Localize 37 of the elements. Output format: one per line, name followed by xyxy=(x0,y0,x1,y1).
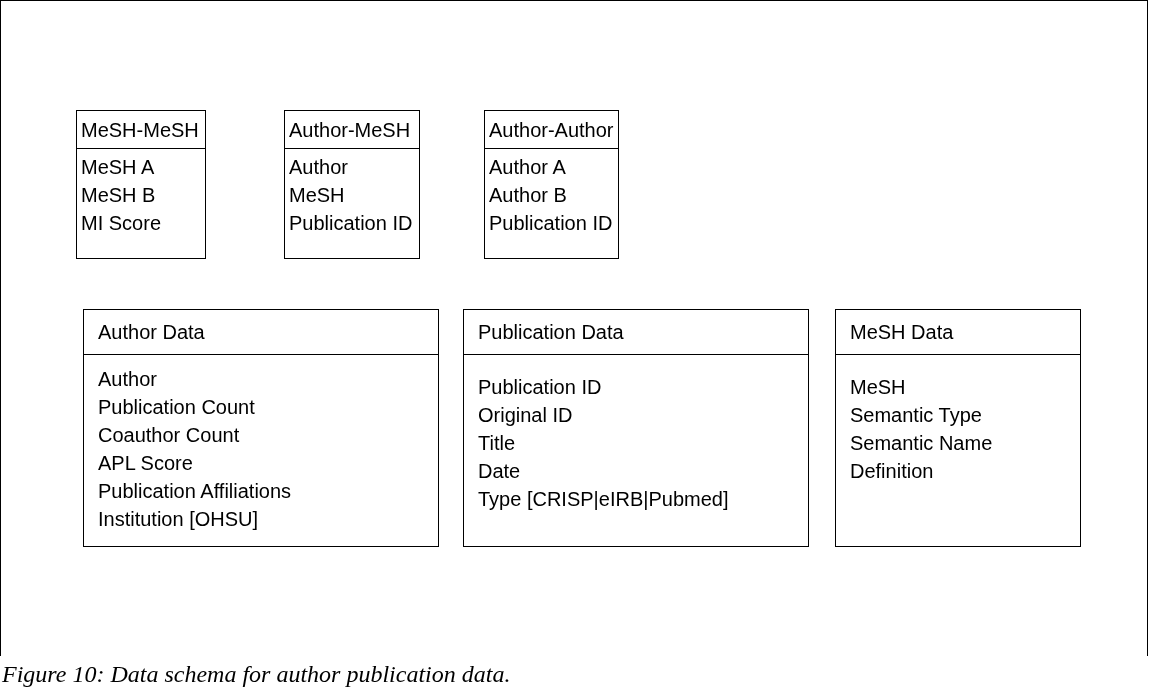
field-name: Semantic Name xyxy=(850,431,993,456)
field-name: Publication ID xyxy=(489,211,613,236)
field-name: Semantic Type xyxy=(850,403,982,428)
table-box xyxy=(835,309,1081,547)
field-name: Date xyxy=(478,459,521,484)
field-name: Author xyxy=(289,155,348,180)
field-name: MeSH A xyxy=(81,155,155,180)
field-name: Author xyxy=(98,367,157,392)
field-name: APL Score xyxy=(98,451,193,476)
table-heading: Author-Author xyxy=(489,117,614,143)
table-box xyxy=(284,110,420,259)
figure-caption: Figure 10: Data schema for author publication data. xyxy=(2,660,511,688)
table-box xyxy=(76,110,206,259)
field-name: Publication ID xyxy=(289,211,413,236)
field-name: Institution [OHSU] xyxy=(98,507,259,532)
table-heading: MeSH Data xyxy=(850,320,954,345)
field-name: Original ID xyxy=(478,403,573,428)
field-name: Coauthor Count xyxy=(98,423,240,448)
field-name: Publication Count xyxy=(98,395,255,420)
field-name: MI Score xyxy=(81,211,162,236)
table-heading: MeSH-MeSH xyxy=(81,117,199,143)
field-name: Definition xyxy=(850,459,934,484)
field-name: Type [CRISP|eIRB|Pubmed] xyxy=(478,487,729,512)
field-name: Publication Affiliations xyxy=(98,479,292,504)
field-name: MeSH B xyxy=(81,183,156,208)
table-box xyxy=(463,309,809,547)
field-name: Publication ID xyxy=(478,375,602,400)
table-box xyxy=(484,110,619,259)
field-name: Author B xyxy=(489,183,567,208)
table-heading: Author Data xyxy=(98,320,205,345)
table-box xyxy=(83,309,439,547)
field-name: Title xyxy=(478,431,516,456)
table-heading: Publication Data xyxy=(478,320,624,345)
field-name: Author A xyxy=(489,155,566,180)
field-name: MeSH xyxy=(289,183,345,208)
field-name: MeSH xyxy=(850,375,906,400)
table-heading: Author-MeSH xyxy=(289,117,411,143)
